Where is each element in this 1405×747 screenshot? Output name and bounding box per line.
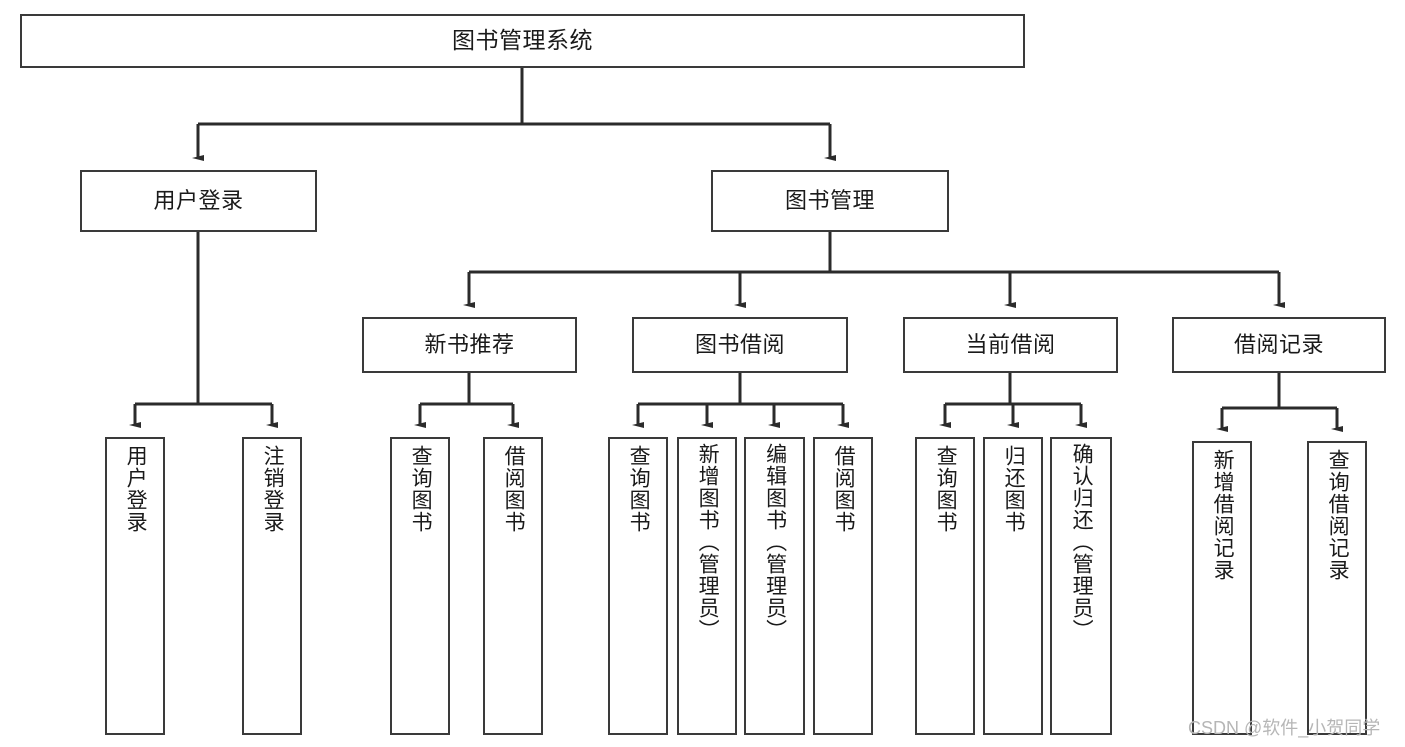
node-borrow-record[interactable]: 借阅记录 <box>1172 317 1386 373</box>
leaf-borrow-edit-book[interactable]: 编辑图书（管理员） <box>744 437 805 735</box>
node-label: 查询借阅记录 <box>1326 449 1350 581</box>
leaf-current-return-book[interactable]: 归还图书 <box>983 437 1043 735</box>
watermark-credit: CSDN @软件_小贺同学 <box>1188 718 1381 738</box>
edge-group-book-borrow <box>632 373 849 428</box>
edge-group-book-management <box>463 232 1285 308</box>
node-label: 借阅图书 <box>502 445 526 533</box>
leaf-record-query-record[interactable]: 查询借阅记录 <box>1307 441 1367 735</box>
node-user-login[interactable]: 用户登录 <box>80 170 317 232</box>
leaf-recommend-borrow-book[interactable]: 借阅图书 <box>483 437 543 735</box>
node-label: 图书管理系统 <box>452 27 593 54</box>
node-root-system[interactable]: 图书管理系统 <box>20 14 1025 68</box>
leaf-current-confirm-return[interactable]: 确认归还（管理员） <box>1050 437 1112 735</box>
leaf-borrow-borrow-book[interactable]: 借阅图书 <box>813 437 873 735</box>
node-label: 借阅记录 <box>1233 332 1324 358</box>
node-label: 新增借阅记录 <box>1211 449 1235 581</box>
edge-group-current-borrow <box>939 373 1087 428</box>
edge-group-new-book-recommend <box>414 373 519 428</box>
node-label: 用户登录 <box>124 445 148 533</box>
leaf-borrow-add-book[interactable]: 新增图书（管理员） <box>677 437 737 735</box>
node-label: 注销登录 <box>261 445 285 533</box>
node-label: 新增图书（管理员） <box>696 443 720 641</box>
node-label: 查询图书 <box>627 445 651 533</box>
edge-group-root <box>192 68 836 161</box>
edge-group-user-login <box>129 232 278 428</box>
leaf-user-login-signin[interactable]: 用户登录 <box>105 437 165 735</box>
node-label: 查询图书 <box>409 445 433 533</box>
node-current-borrow[interactable]: 当前借阅 <box>903 317 1118 373</box>
leaf-user-login-signout[interactable]: 注销登录 <box>242 437 302 735</box>
node-label: 归还图书 <box>1002 445 1026 533</box>
node-label: 图书管理 <box>784 188 875 214</box>
node-label: 借阅图书 <box>832 445 856 533</box>
node-label: 查询图书 <box>934 445 958 533</box>
node-label: 新书推荐 <box>424 332 515 358</box>
leaf-record-add-record[interactable]: 新增借阅记录 <box>1192 441 1252 735</box>
edge-group-borrow-record <box>1216 373 1343 432</box>
leaf-recommend-query-book[interactable]: 查询图书 <box>390 437 450 735</box>
node-book-borrow[interactable]: 图书借阅 <box>632 317 848 373</box>
leaf-current-query-book[interactable]: 查询图书 <box>915 437 975 735</box>
node-label: 确认归还（管理员） <box>1070 443 1094 641</box>
node-book-management[interactable]: 图书管理 <box>711 170 949 232</box>
node-label: 编辑图书（管理员） <box>763 443 787 641</box>
node-label: 图书借阅 <box>694 332 785 358</box>
leaf-borrow-query-book[interactable]: 查询图书 <box>608 437 668 735</box>
node-label: 当前借阅 <box>965 332 1056 358</box>
node-label: 用户登录 <box>153 188 244 214</box>
node-new-book-recommend[interactable]: 新书推荐 <box>362 317 577 373</box>
